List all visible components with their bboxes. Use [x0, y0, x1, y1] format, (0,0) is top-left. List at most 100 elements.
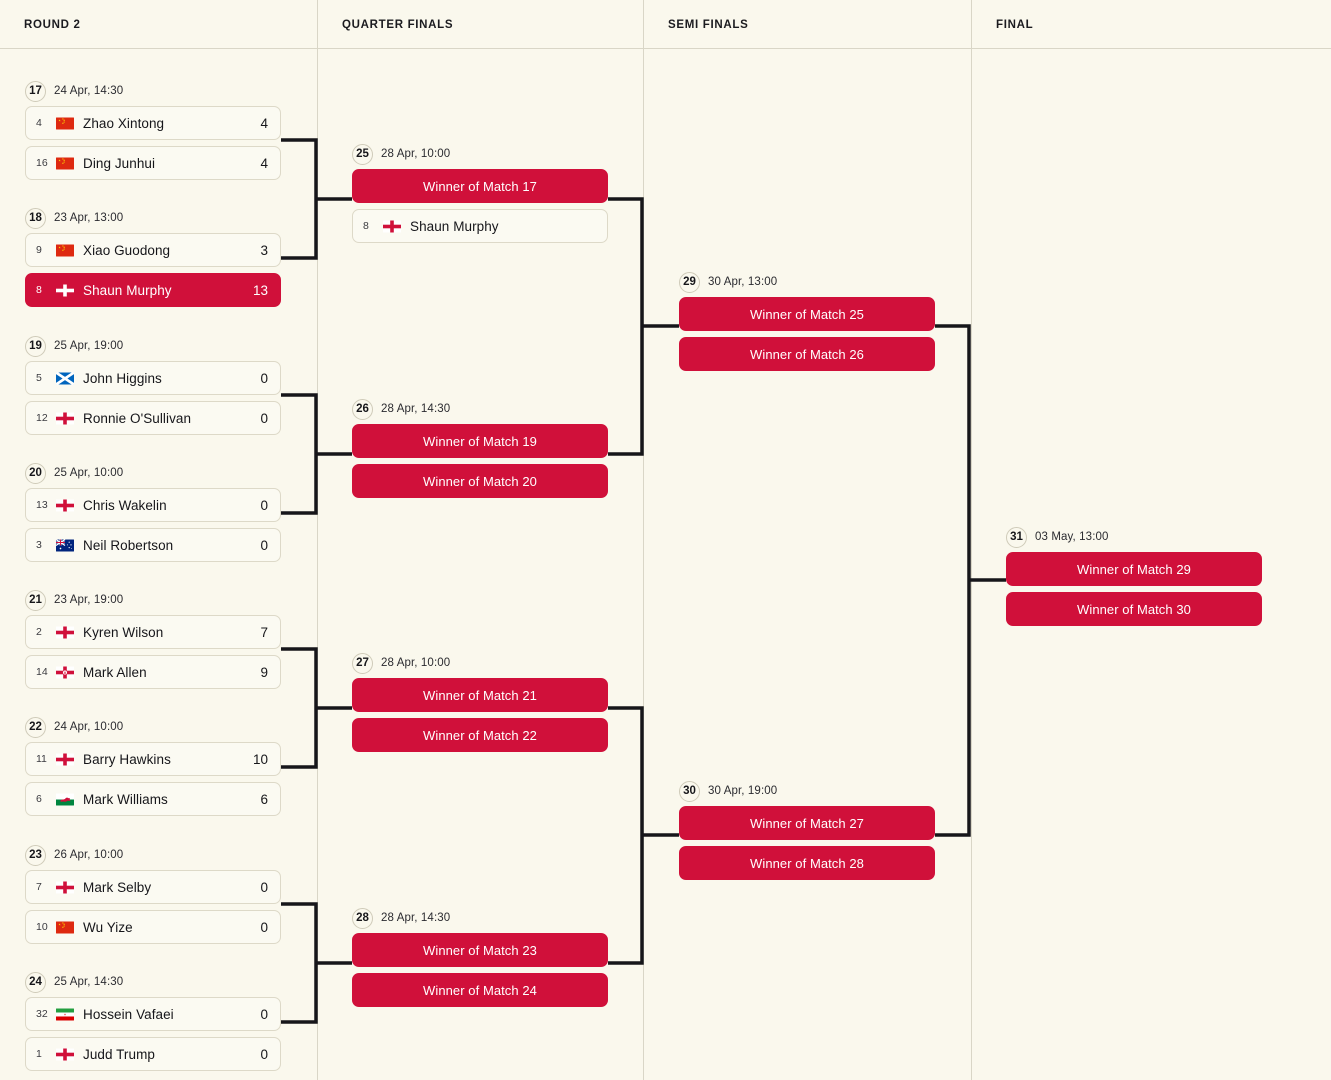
match-date: 28 Apr, 10:00: [381, 148, 451, 160]
match-22-team-1[interactable]: 11 Barry Hawkins 10: [25, 742, 281, 776]
player-name: Shaun Murphy: [410, 218, 499, 234]
match-21[interactable]: 21 23 Apr, 19:00 2 Kyren Wilson 7 14 Mar…: [25, 589, 281, 695]
match-18-team-2[interactable]: 8 Shaun Murphy 13: [25, 273, 281, 307]
match-31[interactable]: 31 03 May, 13:00 Winner of Match 29 Winn…: [1006, 526, 1262, 632]
placeholder-label: Winner of Match 19: [423, 433, 537, 449]
cn-flag-icon: [56, 921, 74, 934]
match-number-badge: 24: [25, 971, 46, 993]
match-number-badge: 18: [25, 207, 46, 229]
player-name: Chris Wakelin: [83, 497, 167, 513]
player-name: Shaun Murphy: [83, 282, 172, 298]
column-header-quarter-finals: QUARTER FINALS: [318, 0, 644, 49]
player-name: Ding Junhui: [83, 155, 156, 171]
player-score: 13: [252, 282, 268, 298]
match-date: 26 Apr, 10:00: [54, 849, 124, 861]
placeholder-label: Winner of Match 28: [750, 855, 864, 871]
match-26[interactable]: 26 28 Apr, 14:30 Winner of Match 19 Winn…: [352, 398, 608, 504]
player-score: 4: [260, 155, 268, 171]
column-header-semi-finals: SEMI FINALS: [644, 0, 972, 49]
match-24-meta: 24 25 Apr, 14:30: [25, 971, 281, 993]
match-30-meta: 30 30 Apr, 19:00: [679, 780, 935, 802]
match-25-team-1[interactable]: Winner of Match 17: [352, 169, 608, 203]
match-28[interactable]: 28 28 Apr, 14:30 Winner of Match 23 Winn…: [352, 907, 608, 1013]
player-score: 0: [260, 1006, 268, 1022]
match-29-team-2[interactable]: Winner of Match 26: [679, 337, 935, 371]
placeholder-label: Winner of Match 25: [750, 306, 864, 322]
match-number-badge: 28: [352, 907, 373, 929]
match-19-team-1[interactable]: 5 John Higgins 0: [25, 361, 281, 395]
player-score: 0: [260, 879, 268, 895]
bracket-column-headers: ROUND 2 QUARTER FINALS SEMI FINALS FINAL: [0, 0, 1331, 49]
match-17-team-1[interactable]: 4 Zhao Xintong 4: [25, 106, 281, 140]
match-29-team-1[interactable]: Winner of Match 25: [679, 297, 935, 331]
match-22-meta: 22 24 Apr, 10:00: [25, 716, 281, 738]
placeholder-label: Winner of Match 26: [750, 346, 864, 362]
match-27-team-2[interactable]: Winner of Match 22: [352, 718, 608, 752]
seed: 4: [36, 117, 42, 129]
match-21-team-2[interactable]: 14 Mark Allen 9: [25, 655, 281, 689]
match-31-team-1[interactable]: Winner of Match 29: [1006, 552, 1262, 586]
match-21-team-1[interactable]: 2 Kyren Wilson 7: [25, 615, 281, 649]
match-19[interactable]: 19 25 Apr, 19:00 5 John Higgins 0 12 Ron…: [25, 335, 281, 441]
match-20[interactable]: 20 25 Apr, 10:00 13 Chris Wakelin 0 3 Ne…: [25, 462, 281, 568]
player-score: 0: [260, 497, 268, 513]
player-score: 6: [260, 791, 268, 807]
seed: 11: [36, 753, 47, 765]
en-flag-icon: [383, 220, 401, 233]
match-30-team-1[interactable]: Winner of Match 27: [679, 806, 935, 840]
match-18[interactable]: 18 23 Apr, 13:00 9 Xiao Guodong 3 8 Shau…: [25, 207, 281, 313]
match-20-team-2[interactable]: 3 Neil Robertson 0: [25, 528, 281, 562]
match-number-badge: 25: [352, 143, 373, 165]
match-20-team-1[interactable]: 13 Chris Wakelin 0: [25, 488, 281, 522]
match-26-team-2[interactable]: Winner of Match 20: [352, 464, 608, 498]
cn-flag-icon: [56, 244, 74, 257]
en-flag-icon: [56, 284, 74, 297]
match-19-team-2[interactable]: 12 Ronnie O'Sullivan 0: [25, 401, 281, 435]
match-25-meta: 25 28 Apr, 10:00: [352, 143, 608, 165]
match-30[interactable]: 30 30 Apr, 19:00 Winner of Match 27 Winn…: [679, 780, 935, 886]
column-header-final: FINAL: [996, 18, 1034, 31]
player-score: 4: [260, 115, 268, 131]
match-date: 03 May, 13:00: [1035, 531, 1109, 543]
match-31-team-2[interactable]: Winner of Match 30: [1006, 592, 1262, 626]
match-19-meta: 19 25 Apr, 19:00: [25, 335, 281, 357]
match-number-badge: 17: [25, 80, 46, 102]
placeholder-label: Winner of Match 23: [423, 942, 537, 958]
match-24-team-1[interactable]: 32 Hossein Vafaei 0: [25, 997, 281, 1031]
match-17-team-2[interactable]: 16 Ding Junhui 4: [25, 146, 281, 180]
match-number-badge: 30: [679, 780, 700, 802]
match-25-team-2[interactable]: 8 Shaun Murphy: [352, 209, 608, 243]
match-28-meta: 28 28 Apr, 14:30: [352, 907, 608, 929]
player-score: 9: [260, 664, 268, 680]
seed: 8: [36, 284, 42, 296]
seed: 16: [36, 157, 48, 169]
match-date: 24 Apr, 10:00: [54, 721, 124, 733]
match-23-team-1[interactable]: 7 Mark Selby 0: [25, 870, 281, 904]
match-26-team-1[interactable]: Winner of Match 19: [352, 424, 608, 458]
seed: 8: [363, 220, 369, 232]
match-27-team-1[interactable]: Winner of Match 21: [352, 678, 608, 712]
match-28-team-2[interactable]: Winner of Match 24: [352, 973, 608, 1007]
en-flag-icon: [56, 753, 74, 766]
match-22[interactable]: 22 24 Apr, 10:00 11 Barry Hawkins 10 6 M…: [25, 716, 281, 822]
seed: 1: [36, 1048, 42, 1060]
ir-flag-icon: [56, 1008, 74, 1021]
match-29[interactable]: 29 30 Apr, 13:00 Winner of Match 25 Winn…: [679, 271, 935, 377]
match-23-team-2[interactable]: 10 Wu Yize 0: [25, 910, 281, 944]
match-date: 28 Apr, 14:30: [381, 403, 451, 415]
match-28-team-1[interactable]: Winner of Match 23: [352, 933, 608, 967]
nir-flag-icon: [56, 666, 74, 679]
match-date: 28 Apr, 14:30: [381, 912, 451, 924]
match-24[interactable]: 24 25 Apr, 14:30 32 Hossein Vafaei 0 1 J…: [25, 971, 281, 1077]
match-17[interactable]: 17 24 Apr, 14:30 4 Zhao Xintong 4 16 Din…: [25, 80, 281, 186]
match-24-team-2[interactable]: 1 Judd Trump 0: [25, 1037, 281, 1071]
match-27[interactable]: 27 28 Apr, 10:00 Winner of Match 21 Winn…: [352, 652, 608, 758]
match-22-team-2[interactable]: 6 Mark Williams 6: [25, 782, 281, 816]
match-25[interactable]: 25 28 Apr, 10:00 Winner of Match 17 8 Sh…: [352, 143, 608, 249]
match-18-team-1[interactable]: 9 Xiao Guodong 3: [25, 233, 281, 267]
match-number-badge: 23: [25, 844, 46, 866]
match-30-team-2[interactable]: Winner of Match 28: [679, 846, 935, 880]
cn-flag-icon: [56, 157, 74, 170]
seed: 7: [36, 881, 42, 893]
match-23[interactable]: 23 26 Apr, 10:00 7 Mark Selby 0 10 Wu Yi…: [25, 844, 281, 950]
